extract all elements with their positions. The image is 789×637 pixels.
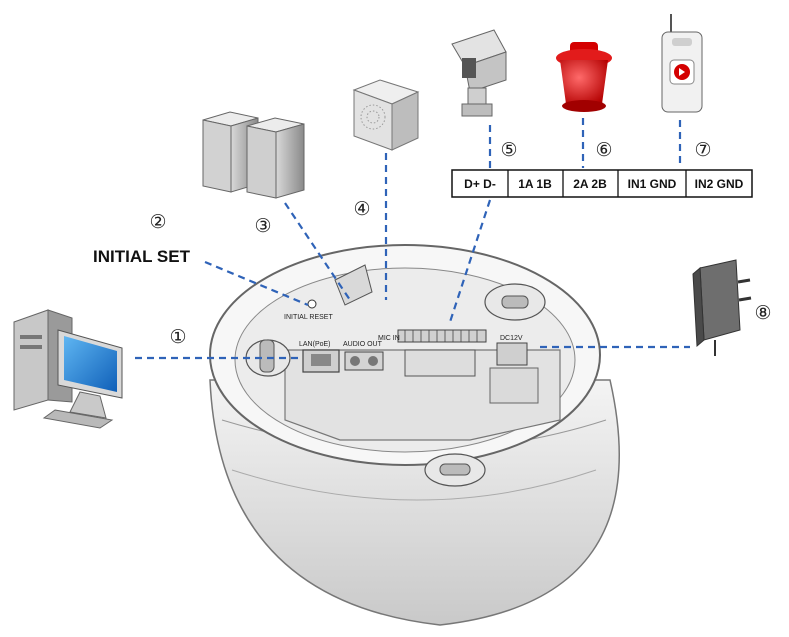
initial-reset-label: INITIAL RESET (284, 314, 333, 321)
callout-1: ① (169, 326, 186, 348)
microphone-icon (352, 79, 420, 151)
callout-3: ③ (254, 215, 271, 237)
reset-button (307, 299, 317, 309)
line-terminal (448, 199, 492, 323)
alarm-light-icon (556, 42, 612, 112)
dc12v-label: DC12V (500, 335, 523, 342)
dc-connector (496, 342, 528, 366)
callout-8: ⑧ (754, 302, 771, 324)
terminal-block: D+ D- 1A 1B 2A 2B IN1 GND IN2 GND (451, 169, 753, 198)
callout-6: ⑥ (595, 139, 612, 161)
terminal-alarm-in-2: IN2 GND (695, 177, 744, 191)
audio-out-label: AUDIO OUT (343, 341, 383, 348)
terminal-rs485: D+ D- (464, 177, 496, 191)
callout-numbers: ① ② ③ ④ ⑤ ⑥ ⑦ ⑧ (149, 139, 771, 348)
dome-camera: INITIAL RESET LAN(PoE) AUDIO OUT MIC IN … (209, 244, 620, 626)
line-reset (204, 260, 309, 307)
initial-set-label: INITIAL SET (93, 247, 191, 266)
callout-7: ⑦ (694, 139, 711, 161)
pc-icon (13, 309, 123, 429)
power-adapter-icon (692, 259, 752, 356)
callout-5: ⑤ (500, 139, 517, 161)
terminal-alarm-out-2: 2A 2B (573, 177, 607, 191)
camera-terminal-strip (397, 329, 487, 343)
terminal-alarm-in-1: IN1 GND (628, 177, 677, 191)
speakers-icon (202, 111, 305, 199)
ptz-camera-icon (451, 29, 507, 117)
connection-lines (135, 118, 690, 360)
alarm-sensor-icon (661, 14, 703, 113)
callout-2: ② (149, 211, 166, 233)
mic-in-label: MIC IN (378, 335, 400, 342)
callout-4: ④ (353, 198, 370, 220)
cable-clip (334, 264, 373, 306)
lan-poe-label: LAN(PoE) (299, 341, 331, 348)
line-audio-out (284, 202, 351, 301)
terminal-alarm-out-1: 1A 1B (518, 177, 552, 191)
